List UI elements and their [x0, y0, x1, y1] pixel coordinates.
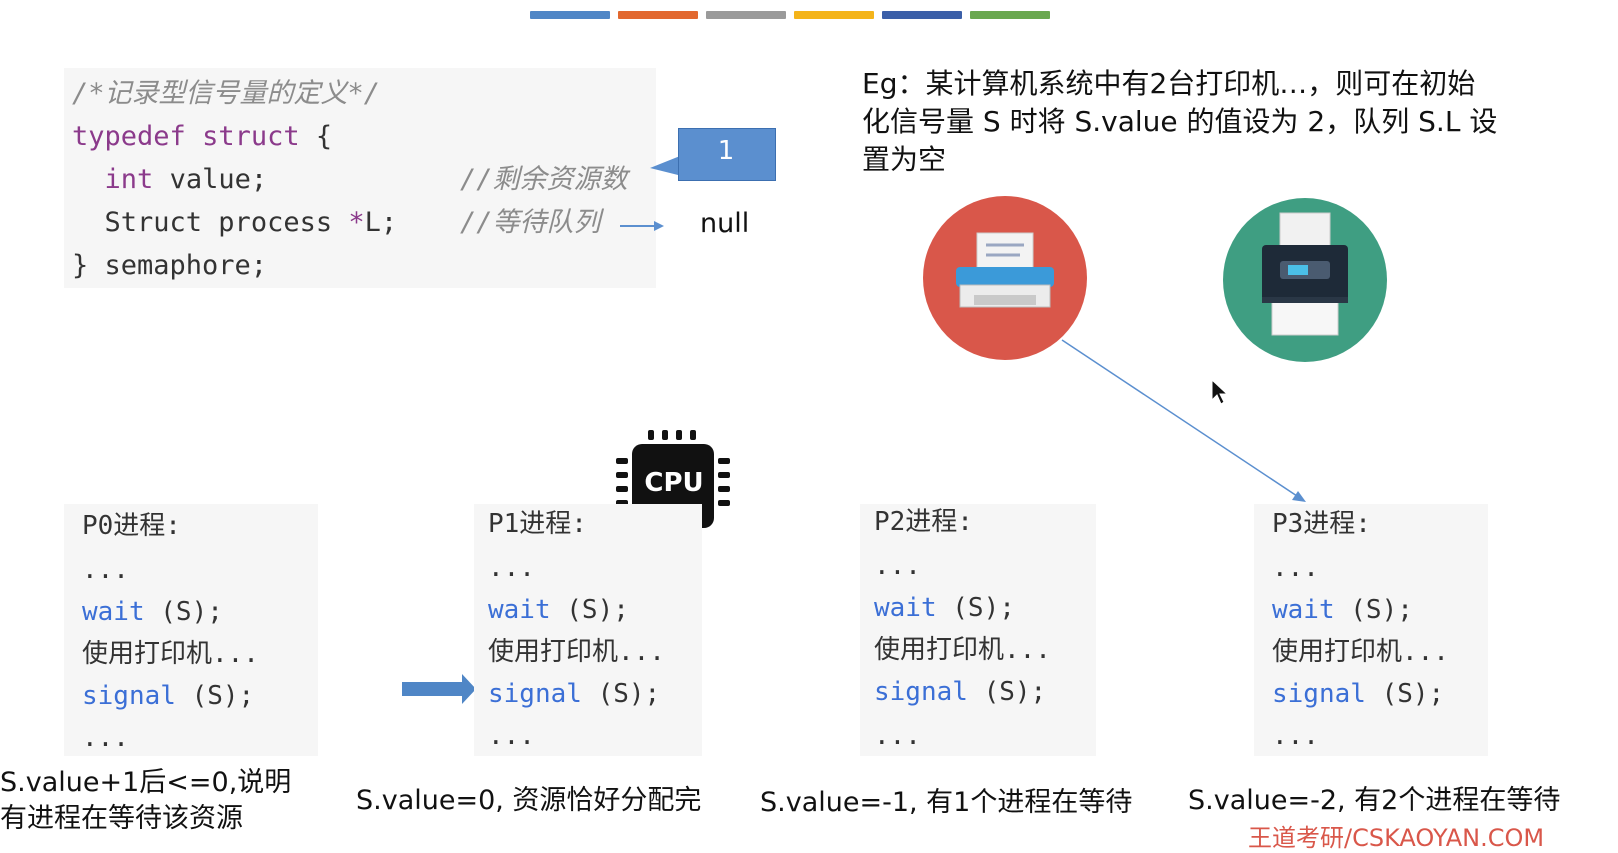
- current-line-arrow-icon: [402, 674, 476, 704]
- process-title: P2进程:: [874, 507, 973, 537]
- process-title: P3进程:: [1272, 509, 1371, 539]
- process-signal-line: signal (S);: [874, 672, 1046, 713]
- caption-p2: S.value=-1, 有1个进程在等待: [760, 787, 1133, 818]
- field-L: L;: [364, 207, 398, 238]
- caption-p3: S.value=-2, 有2个进程在等待: [1188, 785, 1561, 816]
- process-p2-box: [860, 504, 1096, 756]
- top-bar-green: [970, 11, 1050, 19]
- watermark: 王道考研/CSKAOYAN.COM: [1248, 824, 1545, 852]
- process-use-line: 使用打印机...: [488, 637, 665, 667]
- top-bar-gray: [706, 11, 786, 19]
- code-comment-title: /*记录型信号量的定义*/: [72, 78, 381, 109]
- process-p0-box: [64, 504, 318, 756]
- field-struct-process: Struct process: [104, 207, 349, 238]
- signal-keyword: signal: [874, 677, 968, 707]
- printer-2-icon: [1223, 198, 1387, 362]
- process-dots: ...: [488, 553, 535, 583]
- example-text-line-3: 置为空: [862, 143, 947, 176]
- wait-arg: (S);: [1334, 595, 1413, 625]
- semaphore-definition-code: [64, 68, 656, 288]
- top-bar-yellow: [794, 11, 874, 19]
- top-bar-orange: [618, 11, 698, 19]
- caption-p0-line-2: 有进程在等待该资源: [0, 803, 243, 834]
- example-text-line-1: Eg：某计算机系统中有2台打印机…，则可在初始: [862, 67, 1476, 100]
- process-wait-line: wait (S);: [82, 592, 223, 633]
- wait-keyword: wait: [82, 597, 145, 627]
- code-line-value: int value;: [72, 158, 268, 201]
- code-line-closing: } semaphore;: [72, 250, 268, 281]
- signal-arg: (S);: [967, 677, 1047, 707]
- keyword-int: int: [104, 164, 154, 195]
- process-dots: ...: [874, 551, 921, 581]
- signal-arg: (S);: [175, 681, 255, 711]
- top-bar-darkblue: [882, 11, 962, 19]
- caption-p0-line-1: S.value+1后<=0,说明: [0, 767, 292, 798]
- wait-keyword: wait: [1272, 595, 1335, 625]
- queue-arrow-head: [654, 221, 664, 231]
- value-box-text: 1: [717, 136, 735, 166]
- code-comment-value: //剩余资源数: [460, 164, 628, 195]
- printer-to-p3-arrow-head: [1292, 491, 1306, 502]
- keyword-typedef: typedef: [72, 121, 186, 152]
- process-signal-line: signal (S);: [1272, 674, 1444, 715]
- process-use-line: 使用打印机...: [82, 639, 259, 669]
- process-wait-line: wait (S);: [874, 588, 1015, 629]
- signal-arg: (S);: [1365, 679, 1445, 709]
- wait-keyword: wait: [488, 595, 551, 625]
- process-p1-box: [474, 504, 702, 756]
- code-line-comment: /*记录型信号量的定义*/: [72, 72, 380, 115]
- printer-1-icon: [923, 196, 1087, 360]
- process-dots-end: ...: [1272, 721, 1319, 751]
- process-dots-end: ...: [82, 723, 129, 753]
- signal-keyword: signal: [82, 681, 176, 711]
- code-line-queue: Struct process *L;: [72, 201, 398, 244]
- process-signal-line: signal (S);: [488, 674, 660, 715]
- caption-p1: S.value=0, 资源恰好分配完: [356, 785, 702, 816]
- process-dots-end: ...: [874, 721, 921, 751]
- wait-arg: (S);: [550, 595, 629, 625]
- process-dots: ...: [1272, 553, 1319, 583]
- process-dots-end: ...: [488, 721, 535, 751]
- wait-arg: (S);: [144, 597, 223, 627]
- brace-open: {: [315, 121, 333, 152]
- keyword-struct: struct: [202, 121, 300, 152]
- process-wait-line: wait (S);: [1272, 590, 1413, 631]
- process-title: P1进程:: [488, 509, 587, 539]
- process-title: P0进程:: [82, 511, 181, 541]
- signal-keyword: signal: [1272, 679, 1366, 709]
- process-signal-line: signal (S);: [82, 676, 254, 717]
- wait-arg: (S);: [936, 593, 1015, 623]
- process-p3-box: [1254, 504, 1488, 756]
- code-comment-queue: //等待队列: [460, 207, 601, 238]
- wait-keyword: wait: [874, 593, 937, 623]
- cpu-label: CPU: [644, 468, 704, 498]
- field-value: value;: [169, 164, 268, 195]
- signal-keyword: signal: [488, 679, 582, 709]
- code-line-typedef: typedef struct {: [72, 115, 332, 158]
- process-dots: ...: [82, 555, 129, 585]
- process-use-line: 使用打印机...: [1272, 637, 1449, 667]
- signal-arg: (S);: [581, 679, 661, 709]
- example-text-line-2: 化信号量 S 时将 S.value 的值设为 2，队列 S.L 设: [862, 105, 1498, 138]
- top-bar-blue: [530, 11, 610, 19]
- pointer-star: *: [348, 207, 365, 238]
- printer-to-p3-arrow-line: [1061, 339, 1301, 499]
- value-box: [678, 128, 776, 181]
- null-label: null: [700, 208, 750, 239]
- process-wait-line: wait (S);: [488, 590, 629, 631]
- process-use-line: 使用打印机...: [874, 635, 1051, 665]
- mouse-cursor-icon: [1211, 378, 1229, 405]
